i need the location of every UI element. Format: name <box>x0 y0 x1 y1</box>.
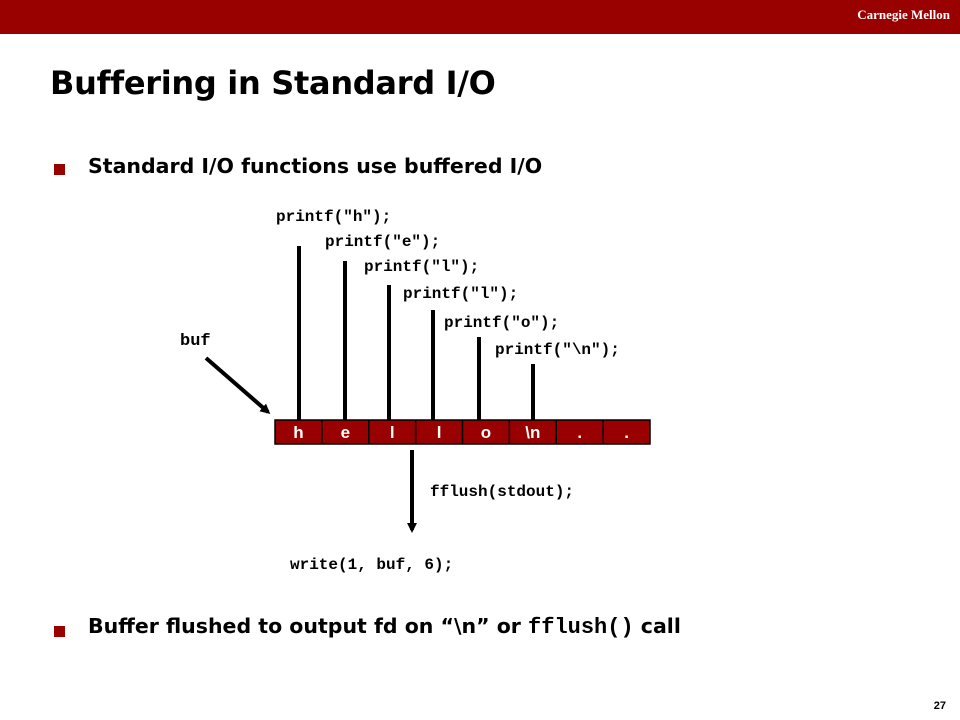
buffer-cell: . <box>577 423 582 442</box>
buffer-pointer-arrow <box>204 356 271 414</box>
buffer-cells: h e l l o \n.. <box>293 420 629 444</box>
buffer-cell: \n <box>525 423 540 442</box>
call-printf-h: printf("h"); <box>276 208 392 226</box>
write-call: write(1, buf, 6); <box>290 556 454 574</box>
bullet-text-part: Buffer flushed to output fd on “ <box>88 614 454 638</box>
buffer-cell: . <box>624 423 629 442</box>
buffer-cell: e <box>341 423 350 442</box>
buffer-cell: o <box>481 423 491 442</box>
bullet-marker <box>54 626 65 637</box>
bullet-text-part: call <box>633 614 681 638</box>
call-printf-o: printf("o"); <box>444 314 560 332</box>
call-printf-l1: printf("l"); <box>364 258 480 276</box>
fflush-function: fflush() <box>528 615 634 640</box>
buffer-label: buf <box>180 332 211 351</box>
bullet-marker <box>54 164 65 175</box>
slide-title: Buffering in Standard I/O <box>50 64 496 102</box>
call-printf-l2: printf("l"); <box>403 285 519 303</box>
bullet-text: Standard I/O functions use buffered I/O <box>88 154 543 178</box>
bullet-text-part: ” or <box>476 614 529 638</box>
organization-name: Carnegie Mellon <box>857 7 950 22</box>
buffer-cell: l <box>437 423 442 442</box>
newline-escape: \n <box>454 614 477 638</box>
page-number: 27 <box>933 700 946 712</box>
header-bar: Carnegie Mellon <box>0 0 960 34</box>
buffer-cell: h <box>293 423 303 442</box>
call-printf-e: printf("e"); <box>325 233 441 251</box>
flush-call: fflush(stdout); <box>430 483 575 501</box>
bullet-text: Buffer flushed to output fd on “\n” or f… <box>88 614 681 640</box>
call-printf-newline: printf("\n"); <box>495 341 620 359</box>
buffer-cell: l <box>390 423 395 442</box>
